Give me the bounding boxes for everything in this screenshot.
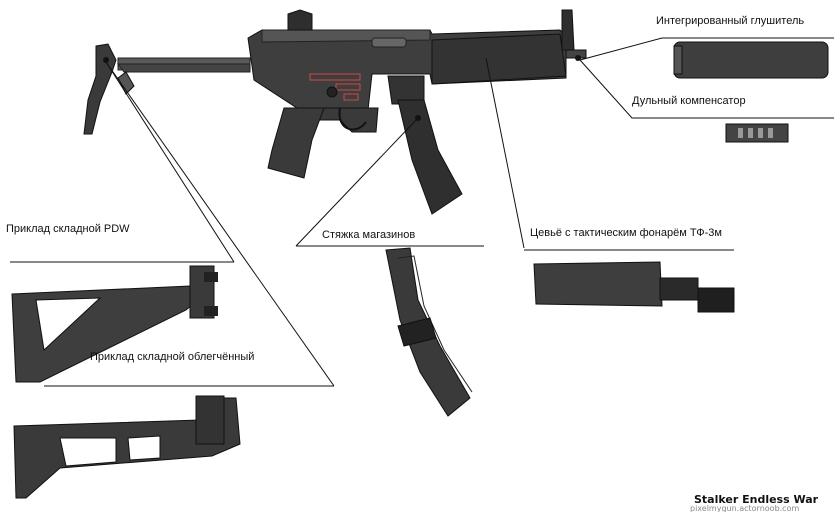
rifle-front-sight: [561, 9, 575, 51]
rifle-cocking-tube: [371, 37, 407, 48]
rifle-butt-plate: [83, 43, 117, 135]
watermark-title: Stalker Endless War: [694, 493, 819, 506]
label-pdw-stock: Приклад складной PDW: [6, 223, 130, 235]
pdw-stock-part: [11, 265, 218, 383]
compensator-part: [725, 123, 789, 143]
rifle-trigger-guard: [338, 107, 367, 131]
leader-lines: [10, 37, 834, 387]
rifle-markings: [309, 73, 361, 101]
rifle-selector: [326, 86, 338, 98]
main-rifle: [83, 9, 587, 215]
label-light-stock: Приклад складной облегчённый: [90, 351, 254, 363]
label-handguard: Цевьё с тактическим фонарём ТФ-3м: [530, 227, 722, 239]
light-stock-part: [13, 395, 241, 499]
handguard-light-part: [533, 261, 735, 313]
rifle-butt-rivet: [103, 57, 109, 63]
label-suppressor: Интегрированный глушитель: [656, 15, 804, 27]
rifle-stock-arm-lower: [117, 63, 251, 73]
rifle-magazine: [397, 99, 463, 215]
rifle-rear-sight: [287, 9, 313, 31]
watermark-url: pixelmygun.actornoob.com: [690, 504, 799, 512]
magazine-clamp-part: [385, 247, 473, 417]
suppressor-part: [673, 41, 829, 79]
rifle-handguard: [431, 33, 567, 85]
suppressor-cap: [673, 45, 683, 75]
rifle-pistol-grip: [267, 107, 325, 179]
rifle-muzzle-point: [575, 55, 581, 61]
label-mag-clamp: Стяжка магазинов: [322, 229, 415, 241]
label-compensator: Дульный компенсатор: [632, 95, 746, 107]
